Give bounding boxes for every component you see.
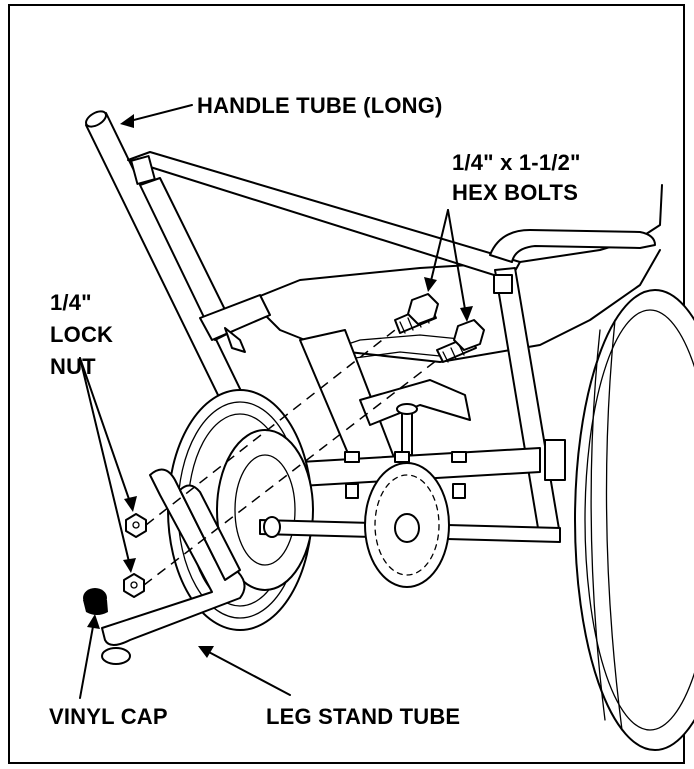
leg-stand-tube	[101, 468, 246, 665]
handle-tube	[85, 110, 521, 441]
lock-nut-upper	[125, 513, 147, 538]
hex-bolt-lower	[436, 319, 485, 363]
lock-nut-lower	[123, 573, 145, 598]
right-frame-tube	[489, 229, 656, 541]
vinyl-cap	[83, 588, 108, 615]
label-lock-nut-line1: 1/4"	[50, 290, 92, 315]
axle-assembly	[259, 462, 561, 588]
leader-lines	[79, 104, 473, 699]
label-hex-bolts-line1: 1/4" x 1-1/2"	[452, 150, 581, 175]
label-lock-nut-line3: NUT	[50, 354, 96, 379]
label-hex-bolts-line2: HEX BOLTS	[452, 180, 579, 205]
label-handle-tube: HANDLE TUBE (LONG)	[197, 93, 443, 118]
right-wheel	[574, 289, 694, 751]
label-vinyl-cap: VINYL CAP	[49, 704, 168, 729]
label-lock-nut-line2: LOCK	[50, 322, 114, 347]
label-leg-stand-tube: LEG STAND TUBE	[266, 704, 461, 729]
assembly-dashed-lines	[143, 329, 438, 586]
hex-bolt-upper	[394, 293, 439, 334]
